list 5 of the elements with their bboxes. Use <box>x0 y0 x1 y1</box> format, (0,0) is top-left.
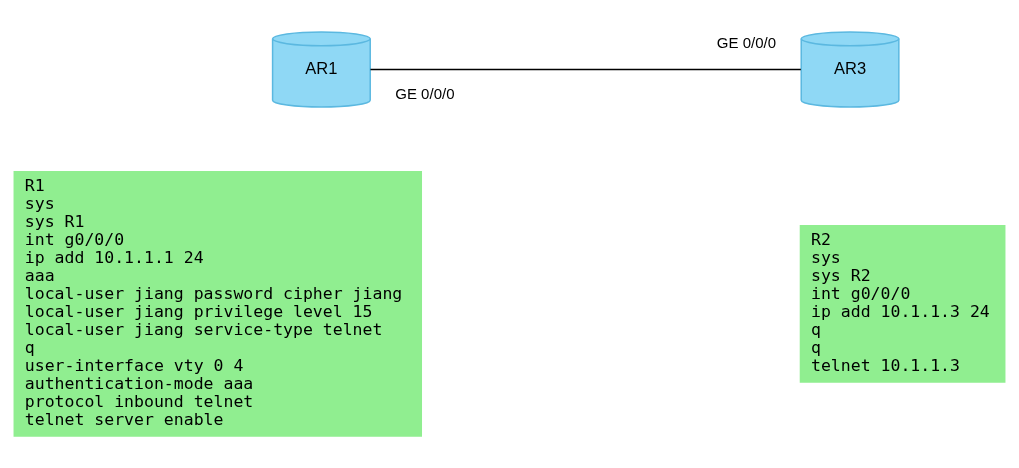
node-box: R2 sys sys R2 int g0/0/0 ip add 10.1.1.3 24 q q telnet 10.1.1.3 <box>799 225 1006 383</box>
node-box: R1 sys sys R1 int g0/0/0 ip add 10.1.1.1 24 aaa local-user jiang password cipher jiang local-user jiang privilege level 15 local-user jiang service-type telnet q user-interface vty 0 4 authentication-mode aaa protocol inbound telnet telnet server enable <box>13 170 422 437</box>
label: GE 0/0/0 <box>716 33 777 51</box>
connector <box>369 68 802 71</box>
label: GE 0/0/0 <box>395 84 455 102</box>
